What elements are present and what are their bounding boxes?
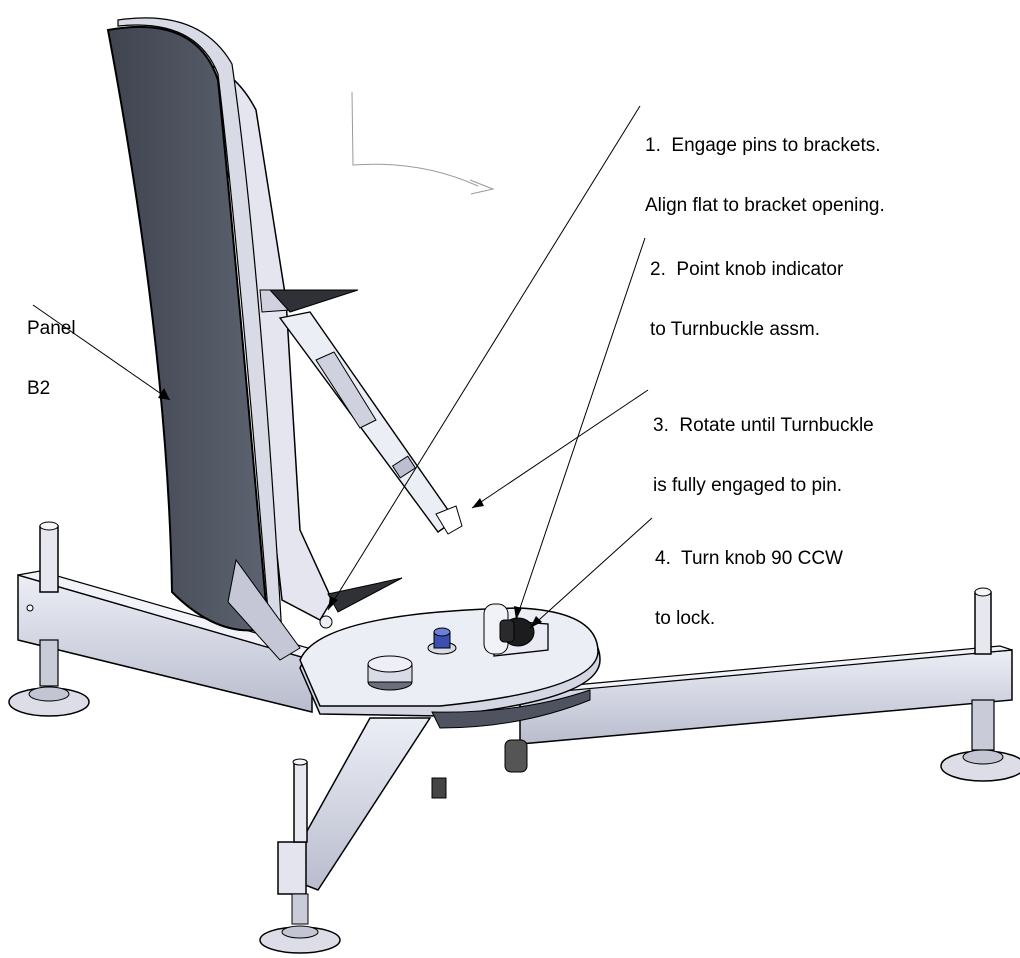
step-1-callout: 1. Engage pins to brackets. Align flat t… [645,96,885,256]
panel-label-line-1: Panel [27,318,76,339]
base-knob [367,655,413,691]
step-4-callout: 4. Turn knob 90 CCW to lock. [655,509,843,669]
step-2-line-2: to Turnbuckle assm. [650,319,821,340]
step-4-line-2: to lock. [655,608,716,629]
step-1-line-2: Align flat to bracket opening. [645,195,885,216]
front-leg [259,717,447,954]
knob-indicator-assembly [483,603,549,657]
step-4-line-1: 4. Turn knob 90 CCW [655,548,843,569]
panel-label-line-2: B2 [27,378,51,399]
step-3-line-1: 3. Rotate until Turnbuckle [653,415,874,436]
panel-b2-label: Panel B2 [27,279,76,439]
leader-arrowheads [158,388,542,628]
rotation-hint-arrow [351,91,495,195]
turnbuckle-assembly [278,311,463,535]
leader-step-1 [327,105,641,611]
leader-lines [32,105,653,629]
left-leg [8,521,316,717]
blue-bolt [427,627,457,655]
panel-b2 [106,17,301,661]
right-leg [519,587,1020,782]
step-2-callout: 2. Point knob indicator to Turnbuckle as… [650,220,843,380]
leader-step-3 [471,389,649,509]
step-2-line-1: 2. Point knob indicator [650,259,844,280]
step-3-callout: 3. Rotate until Turnbuckle is fully enga… [653,376,874,536]
step-3-line-2: is fully engaged to pin. [653,475,843,496]
leader-step-2 [515,237,646,621]
leader-step-4 [529,517,653,629]
leader-panel-b2 [32,304,171,401]
step-1-line-1: 1. Engage pins to brackets. [645,135,881,156]
